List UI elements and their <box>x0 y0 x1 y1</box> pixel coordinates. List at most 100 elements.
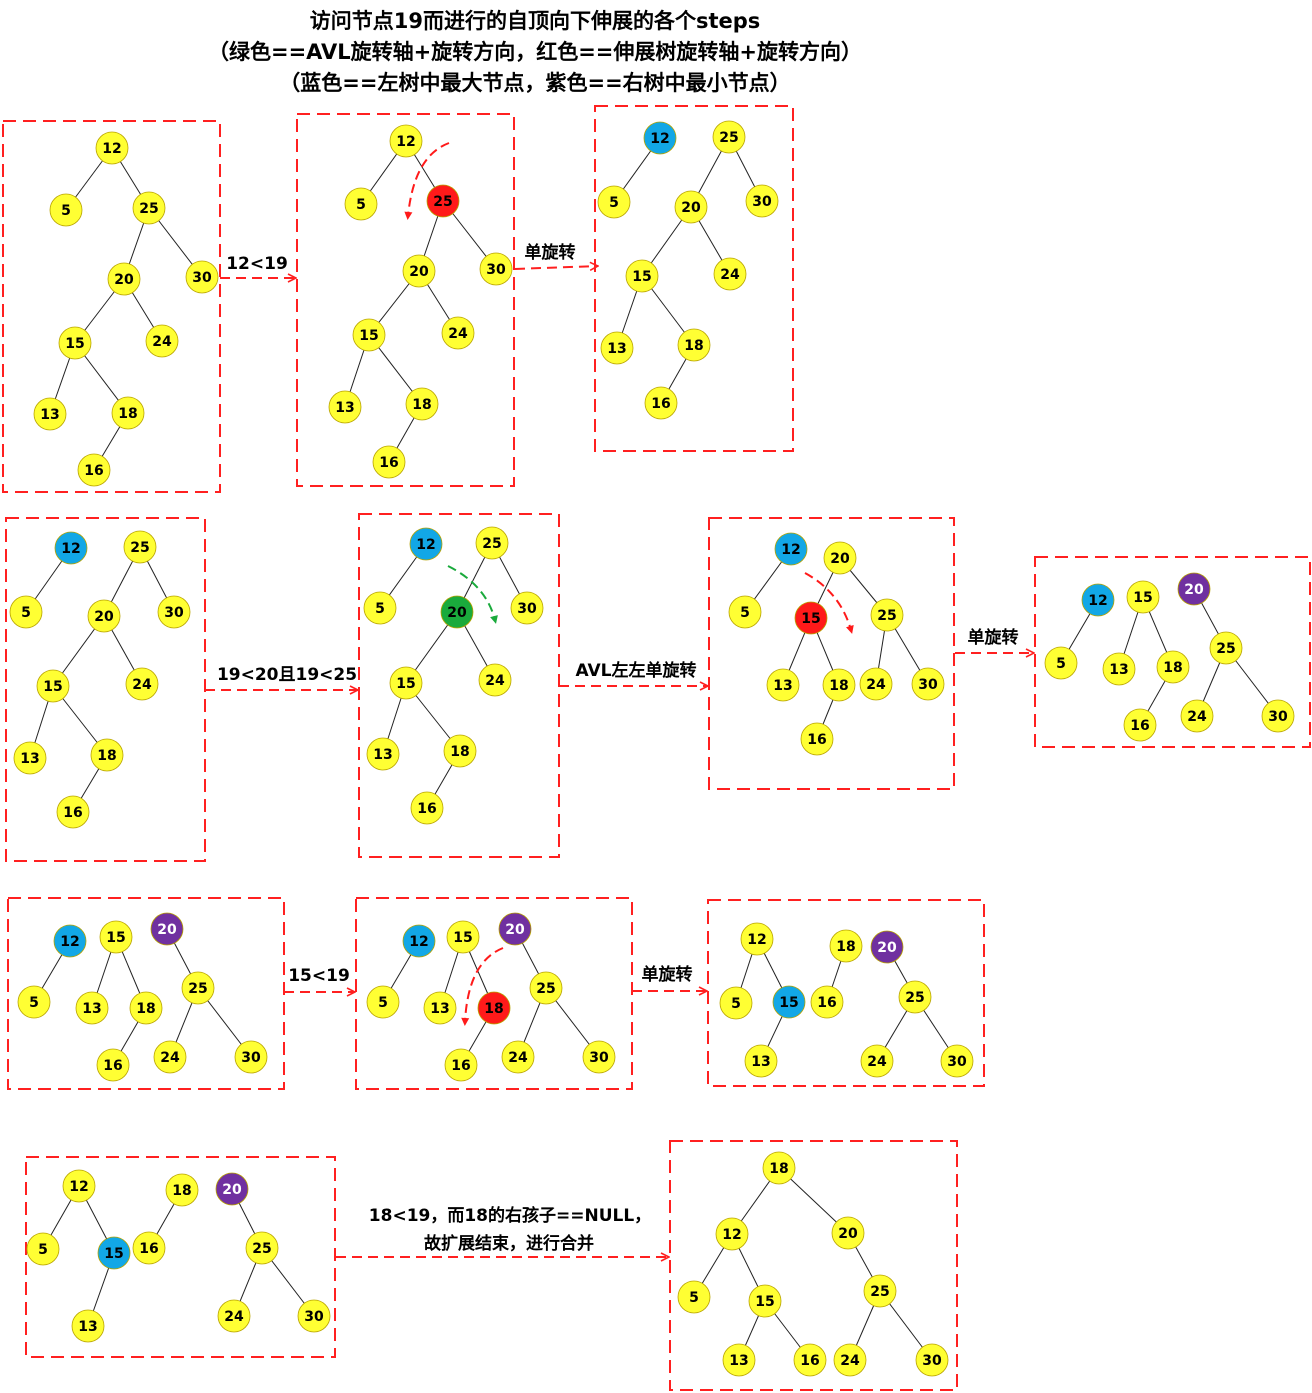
node-label: 15 <box>65 336 84 352</box>
node-circle <box>125 667 159 701</box>
tree-node-p11-24: 24 <box>217 1299 251 1333</box>
node-circle <box>181 971 215 1005</box>
node-circle <box>389 124 423 158</box>
tree-node-p1-16: 16 <box>77 453 111 487</box>
tree-node-p1-30: 30 <box>185 260 219 294</box>
node-circle <box>129 991 163 1025</box>
node-label: 20 <box>222 1182 242 1198</box>
node-label: 24 <box>448 326 468 342</box>
node-label: 25 <box>252 1241 271 1257</box>
arrow-label: AVL左左单旋转 <box>576 660 697 681</box>
node-label: 12 <box>69 1179 88 1195</box>
panel-frame-p8 <box>7 897 285 1090</box>
node-circle <box>26 1232 60 1266</box>
node-label: 16 <box>800 1353 819 1369</box>
tree-node-p9-24: 24 <box>501 1040 535 1074</box>
node-label: 13 <box>729 1353 748 1369</box>
node-circle <box>833 1343 867 1377</box>
node-circle <box>940 1044 974 1078</box>
node-circle <box>13 741 47 775</box>
tree-node-p1-12: 12 <box>95 131 129 165</box>
tree-node-p2-20: 20 <box>402 254 436 288</box>
node-label: 24 <box>160 1050 180 1066</box>
tree-node-p12-13: 13 <box>722 1343 756 1377</box>
node-label: 5 <box>375 601 385 617</box>
tree-node-p2-13: 13 <box>328 390 362 424</box>
node-label: 15 <box>755 1294 774 1310</box>
panel-frame-p4 <box>5 517 206 862</box>
rotation-direction-arrow-p5 <box>447 565 498 624</box>
tree-node-p9-20: 20 <box>498 912 532 946</box>
node-label: 30 <box>164 605 184 621</box>
node-circle <box>97 1236 131 1270</box>
tree-node-p2-16: 16 <box>372 445 406 479</box>
tree-node-p8-18: 18 <box>129 991 163 1025</box>
diagram-title: 访问节点19而进行的自顶向下伸展的各个steps （绿色==AVL旋转轴+旋转方… <box>0 6 1070 99</box>
tree-node-p6-5: 5 <box>728 595 762 629</box>
node-circle <box>911 667 945 701</box>
node-circle <box>1209 631 1243 665</box>
node-label: 16 <box>651 396 670 412</box>
tree-node-p2-30: 30 <box>479 252 513 286</box>
tree-node-p4-16: 16 <box>56 795 90 829</box>
node-circle <box>600 331 634 365</box>
node-circle <box>1156 650 1190 684</box>
node-label: 15 <box>632 269 651 285</box>
tree-node-p1-25: 25 <box>132 191 166 225</box>
tree-node-p2-25: 25 <box>426 184 460 218</box>
node-circle <box>344 187 378 221</box>
node-circle <box>366 985 400 1019</box>
tree-node-p3-20: 20 <box>674 190 708 224</box>
title-line-2: （绿色==AVL旋转轴+旋转方向，红色==伸展树旋转轴+旋转方向） <box>207 40 863 64</box>
node-label: 16 <box>103 1058 122 1074</box>
tree-node-p4-15: 15 <box>36 669 70 703</box>
node-label: 24 <box>867 1054 887 1070</box>
node-circle <box>762 1151 796 1185</box>
tree-node-p9-30: 30 <box>582 1040 616 1074</box>
title-line-3: （蓝色==左树中最大节点，紫色==右树中最小节点） <box>279 71 791 95</box>
node-label: 30 <box>947 1054 967 1070</box>
tree-node-p4-20: 20 <box>87 599 121 633</box>
tree-node-p9-25: 25 <box>529 971 563 1005</box>
tree-node-p10-24: 24 <box>860 1044 894 1078</box>
tree-node-p3-25: 25 <box>712 120 746 154</box>
node-circle <box>53 924 87 958</box>
node-circle <box>582 1040 616 1074</box>
tree-node-p10-12: 12 <box>740 922 774 956</box>
tree-node-p8-24: 24 <box>153 1040 187 1074</box>
node-circle <box>898 980 932 1014</box>
tree-node-p9-16: 16 <box>444 1048 478 1082</box>
node-label: 25 <box>877 608 896 624</box>
node-circle <box>245 1231 279 1265</box>
node-label: 12 <box>409 934 428 950</box>
tree-node-p12-30: 30 <box>915 1343 949 1377</box>
tree-node-p4-5: 5 <box>9 595 43 629</box>
node-circle <box>17 985 51 1019</box>
node-circle <box>440 595 474 629</box>
tree-node-p6-12: 12 <box>774 532 808 566</box>
node-label: 15 <box>801 611 820 627</box>
node-circle <box>529 971 563 1005</box>
tree-node-p10-20: 20 <box>870 930 904 964</box>
node-label: 24 <box>485 673 505 689</box>
node-label: 24 <box>866 677 886 693</box>
node-label: 24 <box>224 1309 244 1325</box>
node-circle <box>625 259 659 293</box>
node-circle <box>363 591 397 625</box>
node-circle <box>444 1048 478 1082</box>
node-label: 5 <box>689 1290 699 1306</box>
tree-node-p7-16: 16 <box>1123 708 1157 742</box>
node-circle <box>677 1280 711 1314</box>
node-circle <box>99 920 133 954</box>
node-label: 30 <box>486 262 506 278</box>
tree-node-p11-25: 25 <box>245 1231 279 1265</box>
tree-node-p2-5: 5 <box>344 187 378 221</box>
tree-node-p9-12: 12 <box>402 924 436 958</box>
node-circle <box>75 991 109 1025</box>
tree-node-p1-24: 24 <box>145 324 179 358</box>
node-circle <box>498 912 532 946</box>
tree-node-p10-5: 5 <box>719 986 753 1020</box>
node-label: 24 <box>508 1050 528 1066</box>
tree-node-p5-13: 13 <box>366 737 400 771</box>
